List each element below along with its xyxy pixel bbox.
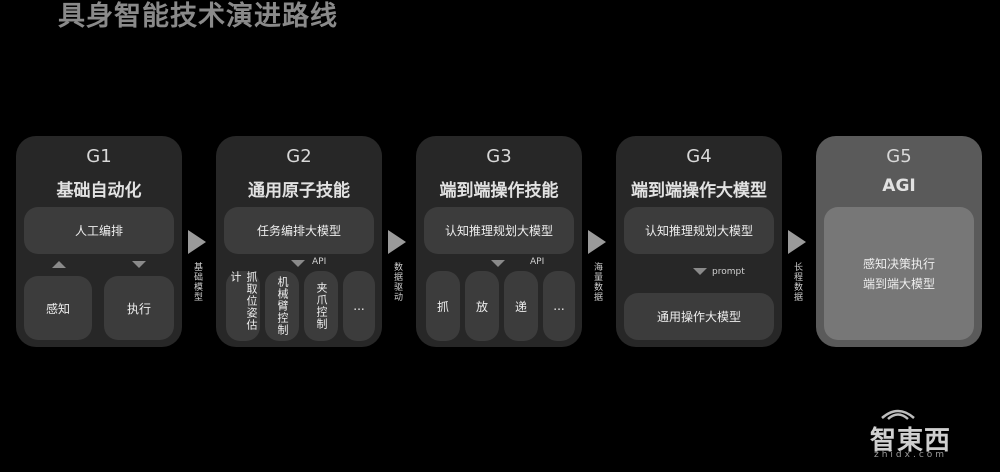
arrow-label: 数据驱动 xyxy=(392,262,402,302)
stage-id: G3 xyxy=(486,146,512,167)
stage-g2: G2 通用原子技能 任务编排大模型 API 抓取位姿估计 机械臂控制 夹爪控制 … xyxy=(216,136,382,347)
stage-name: 端到端操作大模型 xyxy=(631,181,767,201)
stage-name: 通用原子技能 xyxy=(248,181,350,201)
skill-box: 递 xyxy=(504,271,538,341)
link-label: API xyxy=(312,257,327,267)
stage-id: G1 xyxy=(86,146,112,167)
right-arrow-icon xyxy=(588,230,606,254)
stage-id: G4 xyxy=(686,146,712,167)
right-arrow-icon xyxy=(388,230,406,254)
link-label: API xyxy=(530,257,545,267)
arrow-label: 基础模型 xyxy=(192,262,202,302)
right-arrow-icon xyxy=(188,230,206,254)
e2e-model-box: 感知决策执行 端到端大模型 xyxy=(824,207,974,340)
right-arrow-icon xyxy=(788,230,806,254)
down-arrow-icon xyxy=(491,260,505,267)
stage-g3: G3 端到端操作技能 认知推理规划大模型 API 抓 放 递 ... xyxy=(416,136,582,347)
down-arrow-icon xyxy=(132,261,146,268)
skill-box: 夹爪控制 xyxy=(304,271,338,341)
more-box: ... xyxy=(343,271,375,341)
task-orchestration-model-box: 任务编排大模型 xyxy=(224,207,374,254)
skill-box: 机械臂控制 xyxy=(265,271,299,341)
reasoning-model-box: 认知推理规划大模型 xyxy=(424,207,574,254)
e2e-model-line: 感知决策执行 xyxy=(862,256,935,271)
orchestration-box: 人工编排 xyxy=(24,207,174,254)
manipulation-model-box: 通用操作大模型 xyxy=(624,293,774,340)
reasoning-model-box: 认知推理规划大模型 xyxy=(624,207,774,254)
down-arrow-icon xyxy=(693,268,707,275)
signal-icon xyxy=(881,409,915,420)
stage-g4: G4 端到端操作大模型 认知推理规划大模型 prompt 通用操作大模型 xyxy=(616,136,782,347)
skill-box: 抓取位姿估计 xyxy=(226,271,260,341)
arrow-label: 海量数据 xyxy=(592,262,602,302)
stage-id: G2 xyxy=(286,146,312,167)
execution-box: 执行 xyxy=(104,276,174,340)
e2e-model-line: 端到端大模型 xyxy=(862,276,935,291)
skill-box: 抓 xyxy=(426,271,460,341)
more-box: ... xyxy=(543,271,575,341)
stage-name: 基础自动化 xyxy=(56,181,142,201)
stage-g1: G1 基础自动化 人工编排 感知 执行 xyxy=(16,136,182,347)
stage-name: 端到端操作技能 xyxy=(439,181,559,201)
page-title: 具身智能技术演进路线 xyxy=(58,1,338,32)
stage-id: G5 xyxy=(886,146,912,167)
stage-g5: G5 AGI 感知决策执行 端到端大模型 xyxy=(816,136,982,347)
link-label: prompt xyxy=(712,267,745,277)
down-arrow-icon xyxy=(291,260,305,267)
brand-logo: 智東西 zhidx.com xyxy=(870,409,980,460)
stage-name: AGI xyxy=(882,176,916,196)
up-arrow-icon xyxy=(52,261,66,268)
logo-url: zhidx.com xyxy=(874,450,948,460)
logo-text: 智東西 xyxy=(870,426,952,456)
perception-box: 感知 xyxy=(24,276,92,340)
skill-box: 放 xyxy=(465,271,499,341)
arrow-label: 长程数据 xyxy=(792,262,802,302)
